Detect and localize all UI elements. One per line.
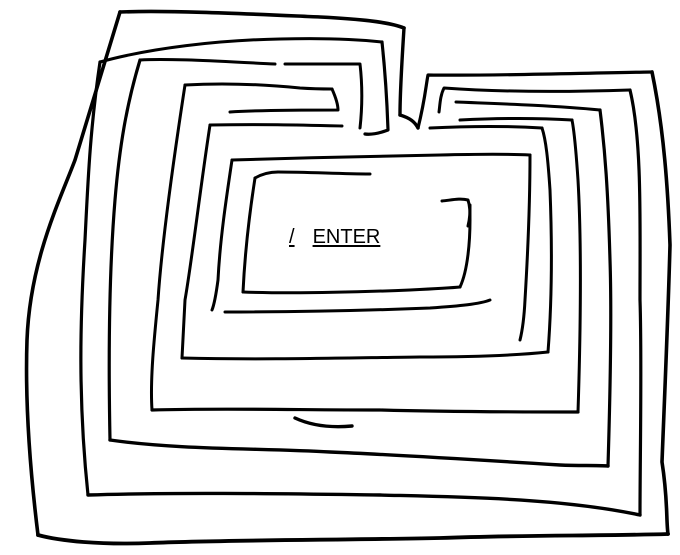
inner-top <box>278 172 370 174</box>
outer-wall-notch <box>400 115 418 128</box>
outer-wall-right <box>652 72 670 534</box>
ring5-top-right <box>430 127 542 129</box>
ring6-right <box>520 155 530 340</box>
ring4-right <box>572 120 580 412</box>
outer-wall-top <box>120 11 404 28</box>
inner-left <box>243 178 255 292</box>
inner-right <box>442 199 470 287</box>
ring5-right <box>542 128 551 352</box>
ring6-bottom <box>225 300 490 312</box>
ring4-top-right <box>460 119 572 121</box>
enter-text: ENTER <box>313 226 381 248</box>
ring4-top-right <box>230 89 338 112</box>
ring2-right-top <box>365 42 388 134</box>
ring2-bottom <box>88 493 640 515</box>
ring5-bottom <box>182 352 548 359</box>
inner-bottom <box>243 287 460 293</box>
ring6-left <box>212 160 232 310</box>
ring4-bottom-stub <box>295 418 352 427</box>
ring3-top-right <box>456 102 600 110</box>
ring5-left <box>182 125 210 358</box>
enter-slash: / <box>289 226 295 248</box>
enter-link[interactable]: / ENTER <box>289 225 380 249</box>
outer-wall-left <box>27 12 120 535</box>
ring4-left <box>151 85 185 410</box>
ring5-top <box>210 125 342 126</box>
ring3-bottom <box>110 440 608 466</box>
ring4-bottom <box>152 409 578 412</box>
ring3-right <box>600 110 611 466</box>
outer-wall-top-right <box>400 28 404 115</box>
inner-top-left <box>255 172 278 178</box>
outer-wall-bottom <box>38 534 668 544</box>
ring2-top-right <box>439 88 630 112</box>
ring6-top <box>232 154 530 160</box>
ring3-top-b <box>285 64 362 128</box>
ring3-left <box>109 60 140 440</box>
ring3-top-a <box>140 59 275 64</box>
ring4-top <box>185 84 332 89</box>
ring2-right <box>630 90 641 515</box>
